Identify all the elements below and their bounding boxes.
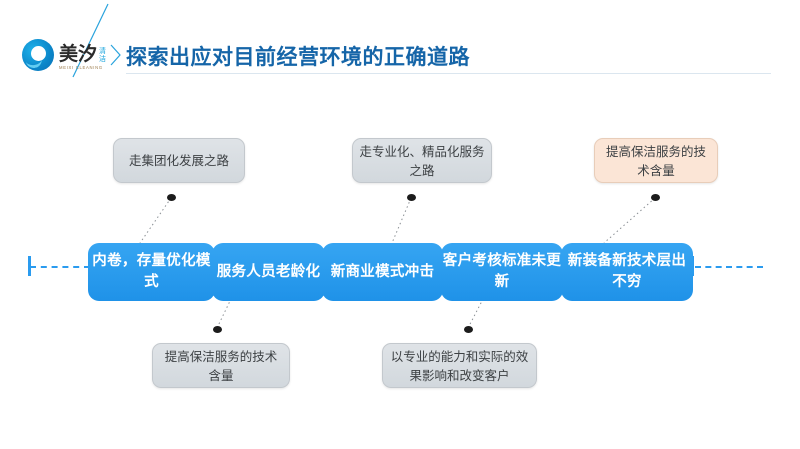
top-callout-2-anchor-dot [407,194,416,201]
core-box-1-label: 内卷，存量优化模式 [92,253,211,290]
slide-header: 美汐 清 洁 MEIXI CLEANING 探索出应对目前经营环境的正确道路 [0,0,800,88]
brand-name-latin: MEIXI CLEANING [59,65,103,70]
header-diagonal-line [72,3,109,78]
bottom-callout-2-anchor-dot [464,326,473,333]
brand-name-cn: 美汐 [59,43,98,65]
top-callout-3-anchor-dot [651,194,660,201]
bottom-callout-2-label: 以专业的能力和实际的效果影响和改变客户 [390,348,529,383]
top-callout-3-label: 提高保洁服务的技术含量 [605,143,706,178]
circular-wave-logo-icon [22,39,54,71]
brand-sub-char-top: 清 [99,47,107,55]
top-callout-2-label: 走专业化、精品化服务之路 [359,143,485,178]
brand-logo-text: 美汐 清 洁 [59,45,106,65]
core-box-3-label: 新商业模式冲击 [330,263,435,280]
rail-left-endcap [28,256,31,276]
core-box-1[interactable]: 内卷，存量优化模式 [88,243,215,301]
bottom-callout-1-label: 提高保洁服务的技术含量 [164,348,278,383]
top-callout-1[interactable]: 走集团化发展之路 [113,138,245,183]
leader-line-top-2 [391,197,412,244]
core-box-4[interactable]: 客户考核标准未更新 [441,243,563,301]
brand-sub-char-bottom: 洁 [99,55,107,63]
leader-line-bottom-1 [216,300,231,329]
page-title: 探索出应对目前经营环境的正确道路 [126,45,470,69]
bottom-callout-2[interactable]: 以专业的能力和实际的效果影响和改变客户 [382,343,537,388]
leader-line-bottom-2 [467,300,483,329]
top-callout-2[interactable]: 走专业化、精品化服务之路 [352,138,492,183]
process-diagram: 走集团化发展之路 走专业化、精品化服务之路 提高保洁服务的技术含量 内卷，存量优… [0,88,800,449]
core-box-4-label: 客户考核标准未更新 [442,253,562,290]
top-callout-3[interactable]: 提高保洁服务的技术含量 [594,138,718,183]
brand-logo: 美汐 清 洁 MEIXI CLEANING [22,38,122,72]
bottom-callout-1[interactable]: 提高保洁服务的技术含量 [152,343,290,388]
header-divider [126,73,771,74]
rail-right-dashed [695,266,763,268]
core-box-2-label: 服务人员老龄化 [216,263,321,280]
leader-line-top-1 [139,197,172,244]
top-callout-1-label: 走集团化发展之路 [128,153,229,168]
bottom-callout-1-anchor-dot [213,326,222,333]
chevron-right-icon [110,44,121,66]
rail-left-dashed [30,266,90,268]
core-box-5-label: 新装备新技术层出不穷 [567,253,687,290]
top-callout-1-anchor-dot [167,194,176,201]
brand-name-sub: 清 洁 [99,45,106,65]
core-box-2[interactable]: 服务人员老龄化 [212,243,325,301]
core-box-5[interactable]: 新装备新技术层出不穷 [561,243,693,301]
core-box-3[interactable]: 新商业模式冲击 [322,243,443,301]
